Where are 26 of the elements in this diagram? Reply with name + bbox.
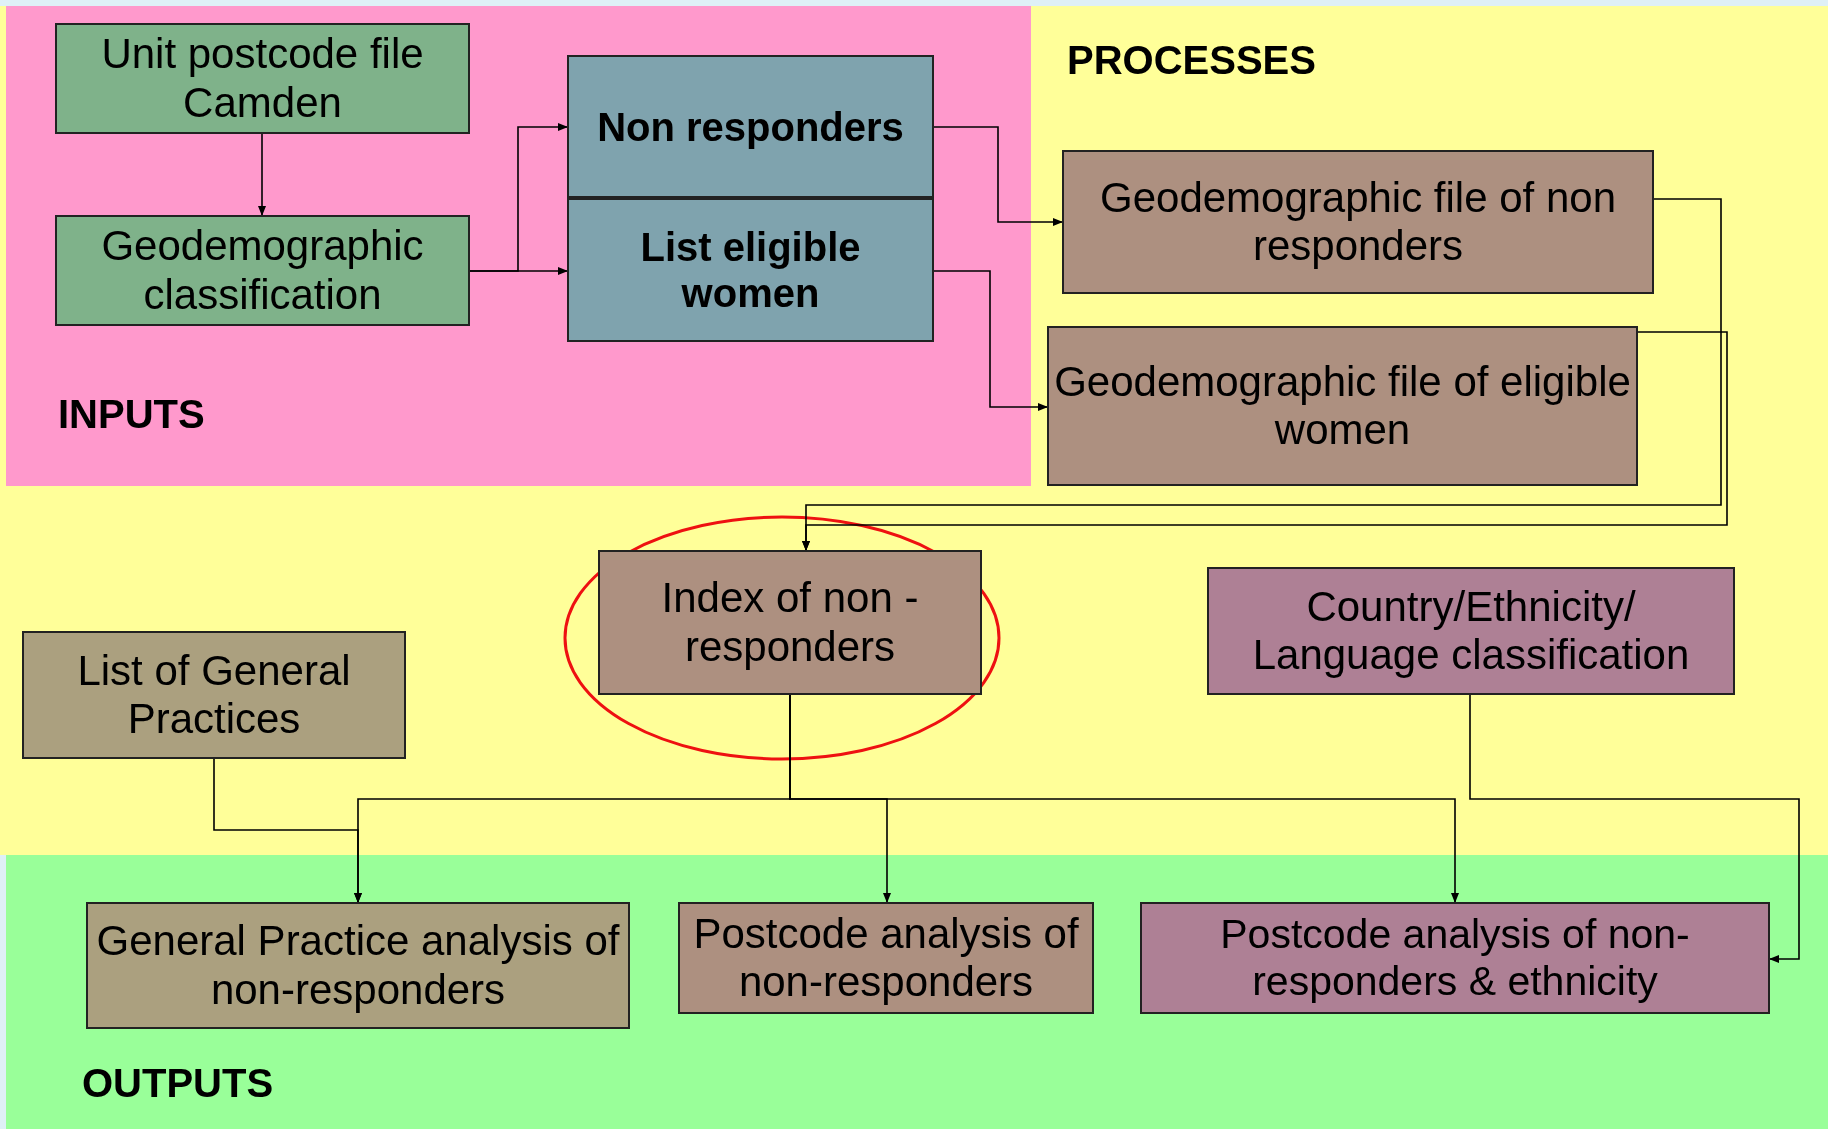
arrow xyxy=(933,126,1063,226)
arrow xyxy=(802,331,1728,551)
section-band xyxy=(6,855,1828,1129)
process-box: Geodemographic file of eligible women xyxy=(1047,326,1638,486)
section-title: PROCESSES xyxy=(1067,40,1316,80)
arrow xyxy=(933,270,1048,411)
process-box: Non responders xyxy=(567,55,934,198)
process-box: Geodemographic file of non responders xyxy=(1062,150,1654,294)
process-box: Postcode analysis of non-responders xyxy=(678,902,1094,1014)
arrow xyxy=(258,133,266,216)
process-box: General Practice analysis of non-responders xyxy=(86,902,630,1029)
arrow xyxy=(213,758,362,903)
section-title: OUTPUTS xyxy=(82,1063,274,1103)
section-band xyxy=(0,6,1828,855)
process-box: Geodemographic classification xyxy=(55,215,470,326)
process-box: Country/Ethnicity/ Language classification xyxy=(1207,567,1735,695)
section-title: INPUTS xyxy=(58,394,205,434)
process-box: Index of non - responders xyxy=(598,550,982,695)
process-box: Postcode analysis of non-responders & ethnicity xyxy=(1140,902,1770,1014)
process-box: List of General Practices xyxy=(22,631,406,759)
process-box: Unit postcode file Camden xyxy=(55,23,470,134)
section-band xyxy=(6,6,1031,486)
arrow xyxy=(1469,694,1800,963)
process-box: List eligible women xyxy=(567,198,934,342)
arrow xyxy=(789,694,1459,903)
arrow xyxy=(469,267,568,275)
